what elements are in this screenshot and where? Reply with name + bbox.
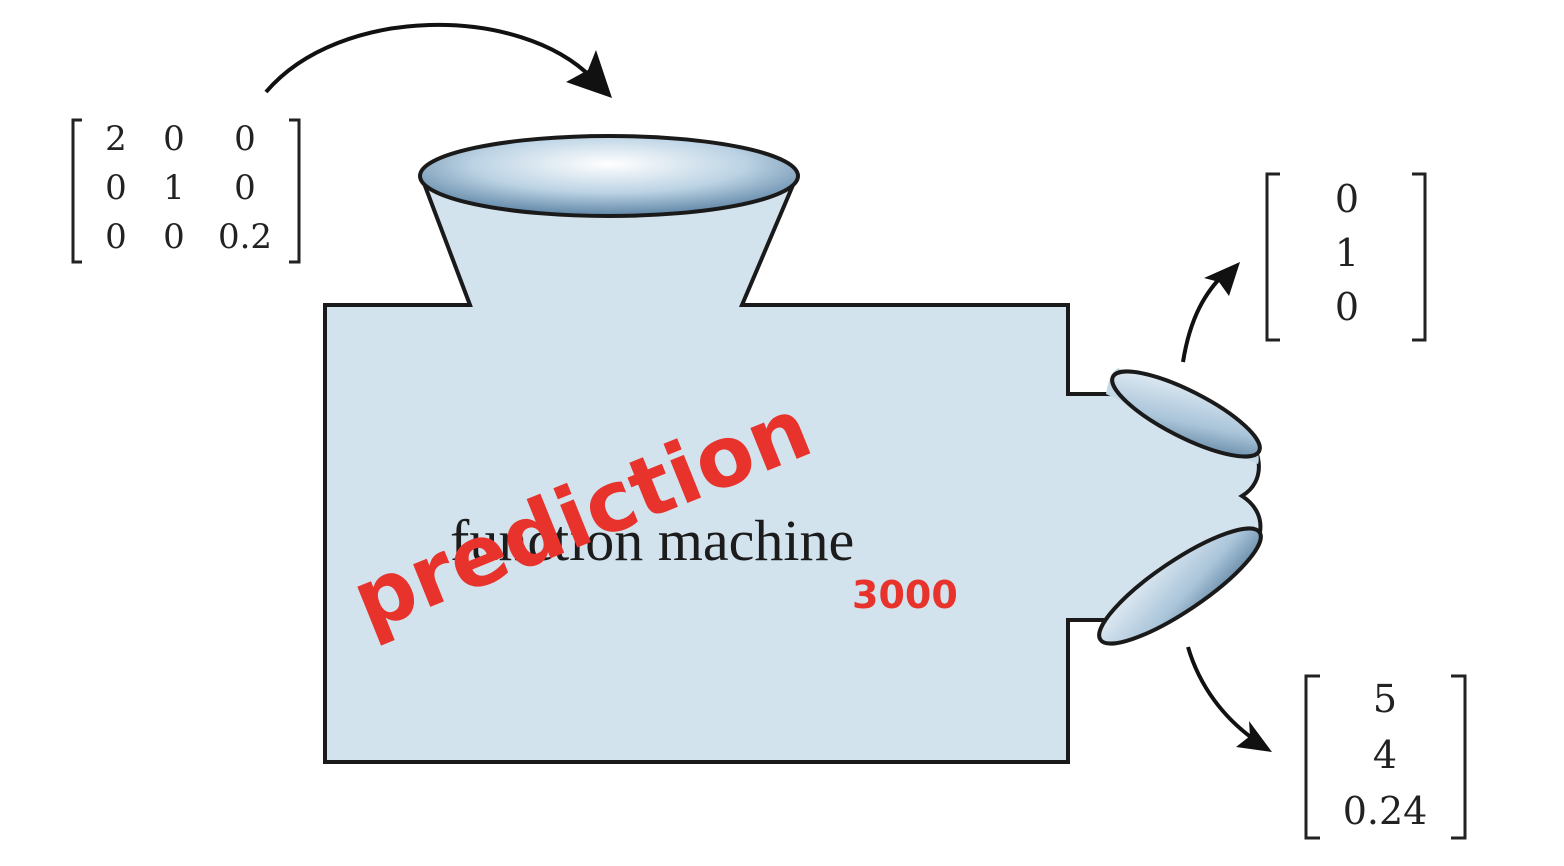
right-bracket: [1412, 172, 1427, 342]
vector-cell: 0: [1335, 285, 1359, 329]
output-arrow-top: [1181, 262, 1240, 363]
left-bracket: [71, 118, 82, 264]
output-arrow-bottom: [1186, 646, 1272, 752]
vector-cell: 5: [1373, 677, 1397, 721]
vector-cell: 0.24: [1343, 789, 1428, 833]
matrix-cell: 0: [163, 217, 185, 257]
hopper-opening: [418, 134, 800, 218]
vector-cell: 4: [1373, 733, 1397, 777]
input-arrow: [264, 23, 612, 98]
matrix-cell: 1: [163, 168, 185, 208]
left-bracket: [1304, 674, 1320, 840]
matrix-cell: 2: [105, 119, 127, 159]
upper-spout: [1106, 368, 1262, 464]
version-label: 3000: [852, 573, 958, 617]
lower-spout: [1097, 526, 1263, 646]
matrix-cell: 0: [105, 168, 127, 208]
output-vector-top: 0 1 0: [1265, 172, 1427, 342]
machine-label: function machine: [450, 508, 854, 573]
function-machine: function machine: [323, 134, 1263, 764]
matrix-cell: 0: [234, 168, 256, 208]
output-vector-bottom: 5 4 0.24: [1304, 674, 1467, 840]
left-bracket: [1265, 172, 1280, 342]
matrix-cell: 0: [234, 119, 256, 159]
input-matrix: 2 0 0 0 1 0 0 0 0.2: [71, 118, 301, 264]
matrix-cell: 0.2: [218, 217, 272, 257]
vector-cell: 0: [1335, 177, 1359, 221]
right-bracket: [1451, 674, 1467, 840]
matrix-cell: 0: [105, 217, 127, 257]
vector-cell: 1: [1335, 231, 1359, 275]
matrix-cell: 0: [163, 119, 185, 159]
right-bracket: [289, 118, 301, 264]
